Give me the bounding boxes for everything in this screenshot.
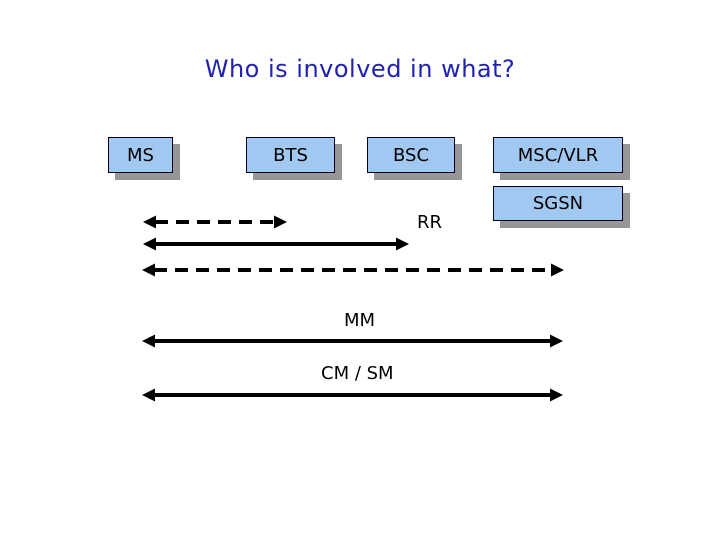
node-label-ms: MS bbox=[127, 144, 154, 166]
arrow-rr-ms-sgsn bbox=[142, 263, 564, 277]
protocol-label-mm: MM bbox=[344, 310, 376, 331]
node-label-sgsn: SGSN bbox=[532, 193, 584, 214]
node-box-msc-vlr: MSC/VLR bbox=[493, 137, 623, 173]
arrow-mm-ms-msc bbox=[142, 334, 563, 348]
arrow-cm-sm-ms-msc bbox=[142, 388, 563, 402]
protocol-label-rr: RR bbox=[417, 212, 443, 233]
node-box-sgsn: SGSN bbox=[493, 186, 623, 221]
arrow-rr-ms-bts bbox=[143, 215, 287, 229]
node-box-bts: BTS bbox=[246, 137, 335, 173]
slide-title: Who is involved in what? bbox=[204, 55, 516, 83]
node-label-msc-vlr: MSC/VLR bbox=[517, 144, 599, 166]
node-box-bsc: BSC bbox=[367, 137, 455, 173]
arrow-rr-ms-bsc bbox=[143, 237, 409, 251]
node-box-ms: MS bbox=[108, 137, 173, 173]
node-label-bts: BTS bbox=[273, 144, 308, 166]
node-label-bsc: BSC bbox=[392, 144, 430, 166]
protocol-label-cm-sm: CM / SM bbox=[321, 363, 394, 384]
